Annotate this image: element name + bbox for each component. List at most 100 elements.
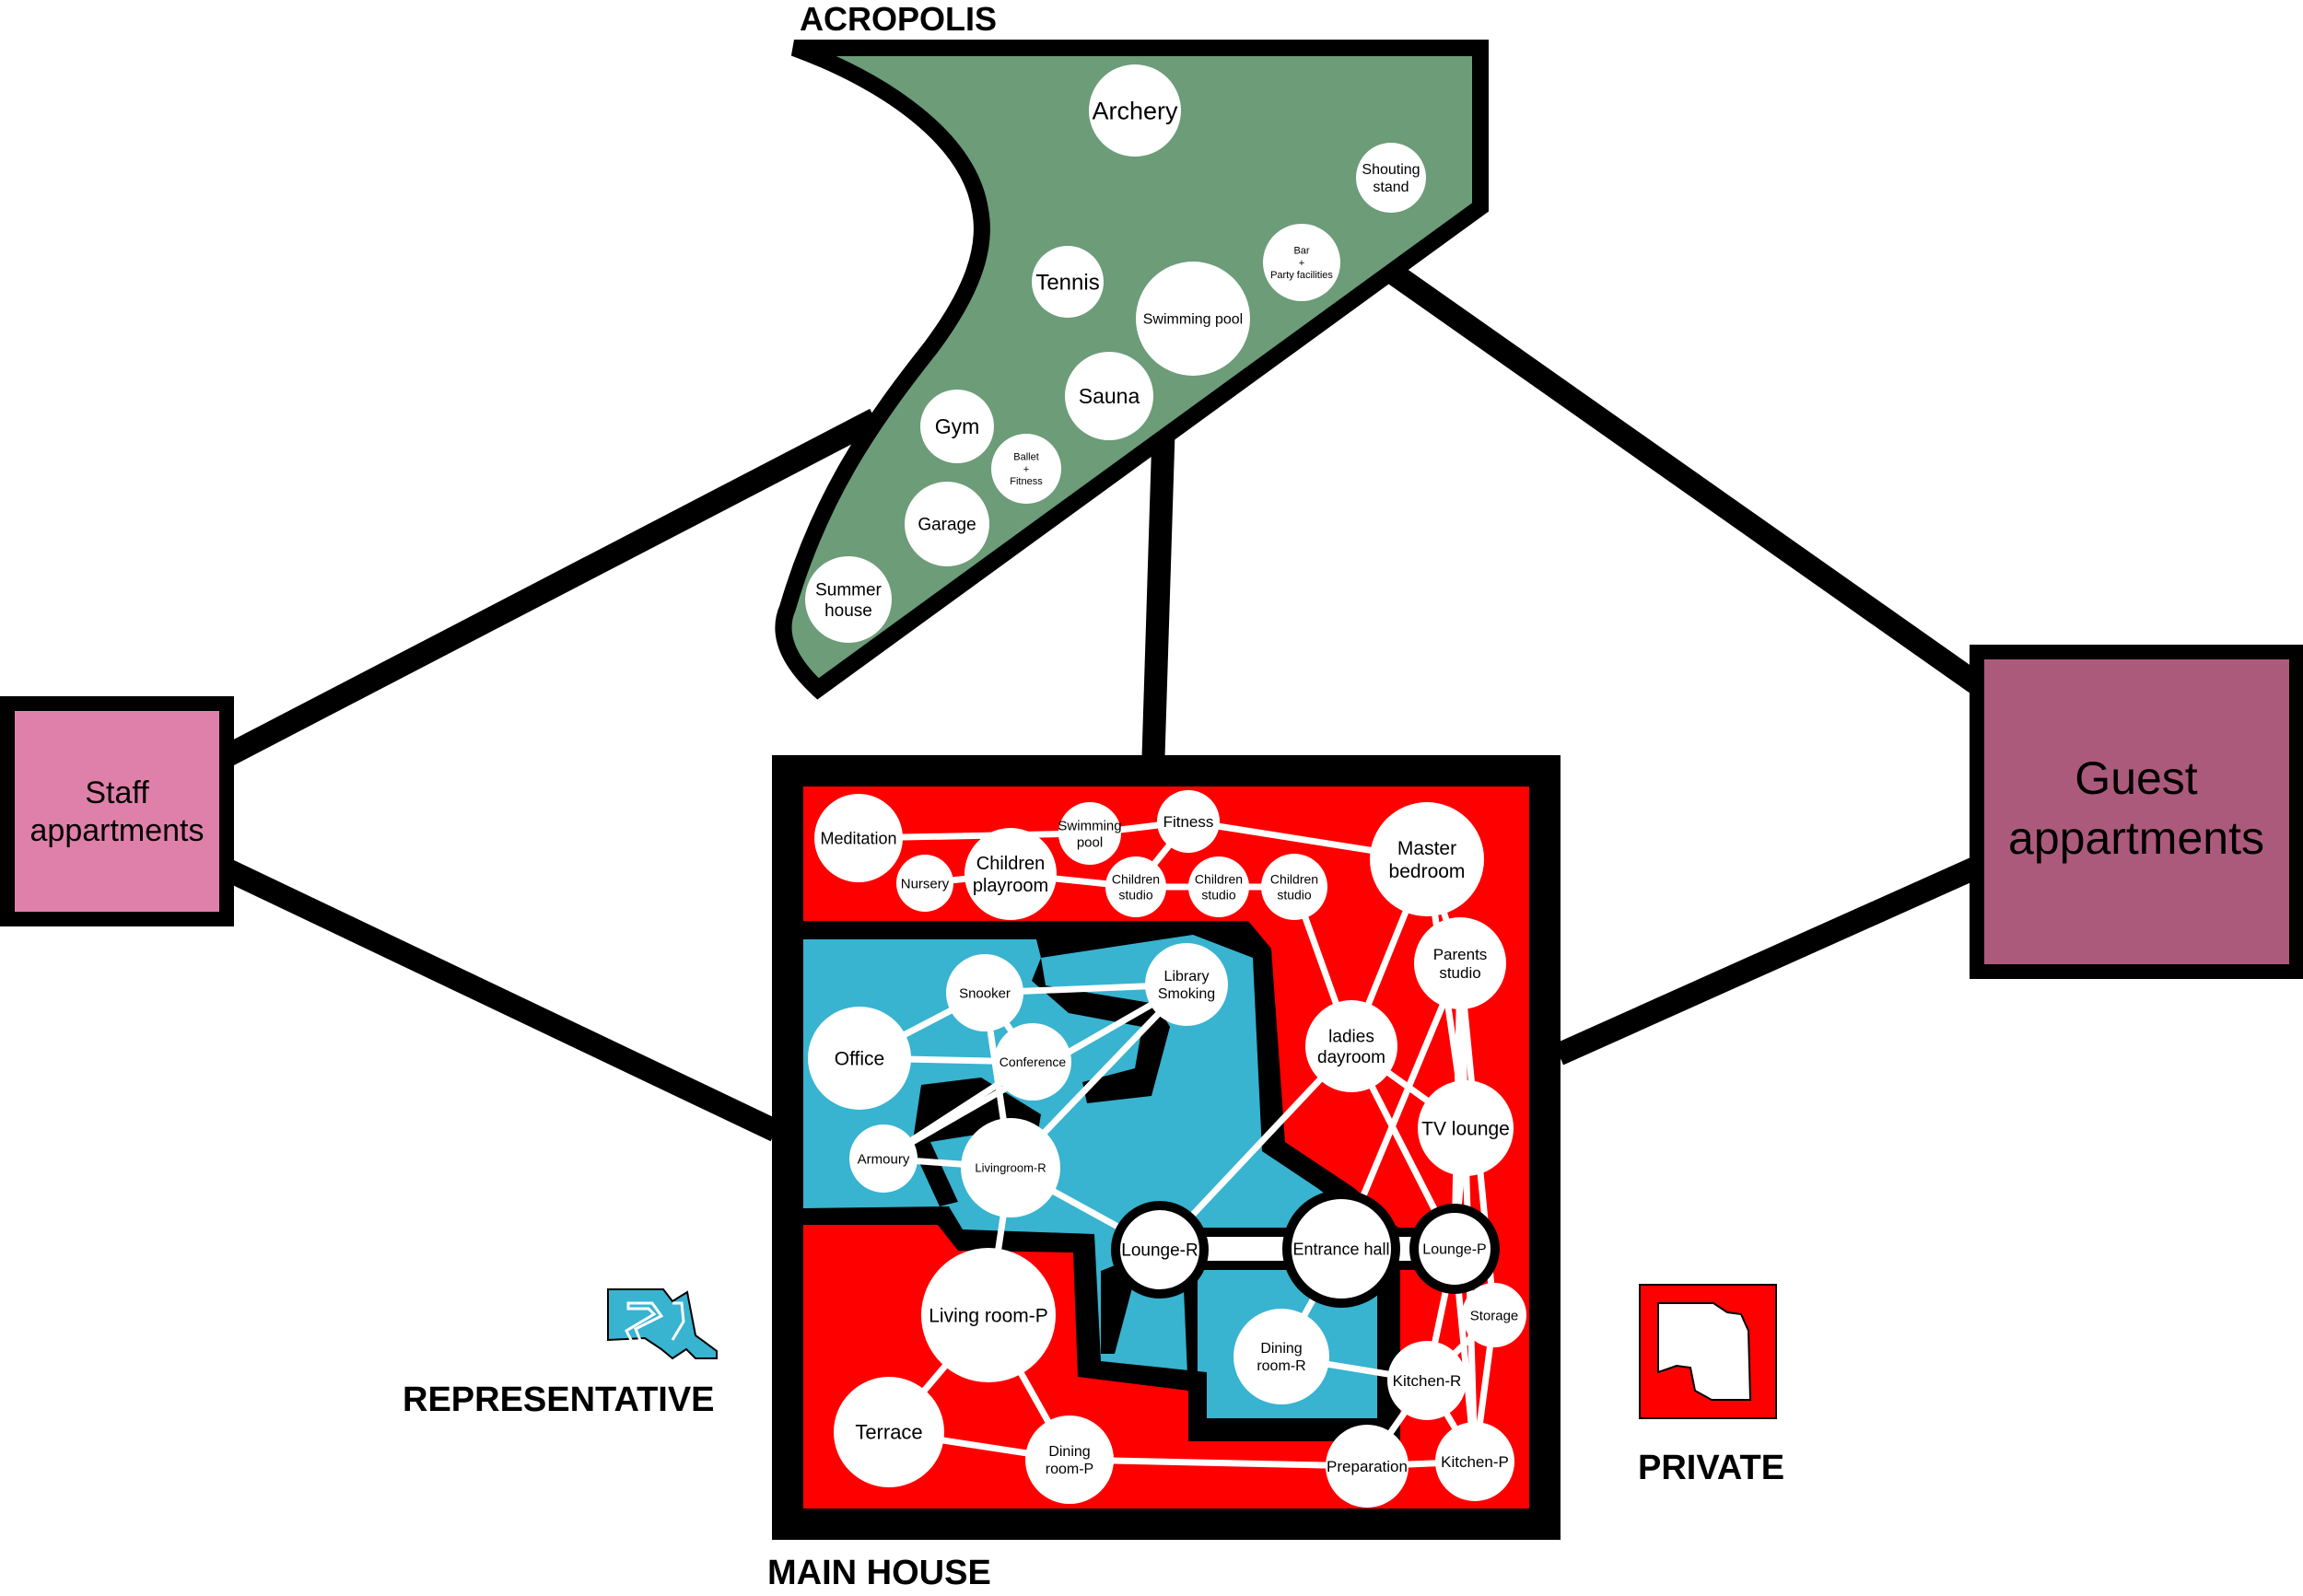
- house-node-node-circle[interactable]: [1435, 1422, 1514, 1501]
- house-node-node-circle[interactable]: [814, 794, 903, 882]
- house-node-node-circle[interactable]: [1370, 802, 1484, 916]
- house-node-node-circle[interactable]: [1188, 856, 1249, 917]
- house-node-armoury[interactable]: Armoury: [849, 1124, 918, 1193]
- house-node-snooker[interactable]: Snooker: [946, 954, 1023, 1031]
- house-node-node-circle[interactable]: [1233, 1309, 1329, 1404]
- house-node-node-circle[interactable]: [896, 855, 953, 912]
- representative-partition-2: [912, 1078, 1041, 1206]
- house-node-tv-lounge[interactable]: TV lounge: [1418, 1080, 1514, 1176]
- house-node-node-label: studio: [1201, 887, 1236, 902]
- acropolis-node-node-label: Garage: [918, 516, 976, 535]
- house-node-node-circle[interactable]: [808, 1007, 911, 1110]
- acropolis-node-ballet[interactable]: Ballet+Fitness: [991, 434, 1061, 504]
- house-node-node-circle[interactable]: [1305, 1000, 1397, 1092]
- house-node-node-circle[interactable]: [1282, 1190, 1400, 1308]
- acropolis-node-bar[interactable]: Bar+Party facilities: [1263, 224, 1340, 301]
- house-node-node-circle[interactable]: [1409, 1204, 1500, 1294]
- house-node-meditation[interactable]: Meditation: [814, 794, 903, 882]
- house-node-fitness[interactable]: Fitness: [1157, 790, 1220, 853]
- acropolis-node-node-circle[interactable]: [1065, 352, 1153, 440]
- house-node-node-label: playroom: [973, 876, 1048, 896]
- acropolis-node-swimming-pool[interactable]: Swimming pool: [1136, 262, 1250, 376]
- house-node-node-label: TV lounge: [1421, 1118, 1510, 1139]
- house-node-node-circle[interactable]: [1261, 854, 1327, 920]
- acropolis-node-tennis[interactable]: Tennis: [1032, 246, 1104, 318]
- house-node-lounge-p[interactable]: Lounge-P: [1409, 1204, 1500, 1294]
- representative-legend-icon: [607, 1288, 718, 1360]
- acropolis-node-sauna[interactable]: Sauna: [1065, 352, 1153, 440]
- house-node-lounge-r[interactable]: Lounge-R: [1111, 1201, 1209, 1299]
- house-node-node-circle[interactable]: [921, 1248, 1056, 1382]
- house-node-storage[interactable]: Storage: [1462, 1283, 1526, 1347]
- house-node-node-label: Children: [976, 854, 1045, 874]
- house-node-node-circle[interactable]: [946, 954, 1023, 1031]
- house-node-conference[interactable]: Conference: [994, 1023, 1071, 1101]
- house-node-kitchen-r[interactable]: Kitchen-R: [1387, 1341, 1467, 1420]
- house-node-node-label: Office: [835, 1048, 884, 1069]
- acropolis-node-node-circle[interactable]: [991, 434, 1061, 504]
- acropolis-node-garage[interactable]: Garage: [905, 482, 989, 566]
- acropolis-node-shouting-stand[interactable]: Shouting stand: [1356, 143, 1426, 213]
- guest-label-line2: appartments: [2008, 812, 2264, 864]
- acropolis-node-node-label: Shouting: [1362, 162, 1420, 178]
- acropolis-node-node-label: Party facilities: [1270, 270, 1333, 281]
- acropolis-node-node-circle[interactable]: [920, 390, 994, 463]
- house-node-office[interactable]: Office: [808, 1007, 911, 1110]
- house-node-node-circle[interactable]: [1145, 943, 1228, 1026]
- house-node-node-circle[interactable]: [1111, 1201, 1209, 1299]
- staff-label-line2: appartments: [30, 813, 205, 848]
- house-node-entrance-hall[interactable]: Entrance hall: [1282, 1190, 1400, 1308]
- acropolis-node-node-label: Bar: [1293, 246, 1309, 257]
- house-node-node-circle[interactable]: [834, 1377, 944, 1487]
- house-node-node-circle[interactable]: [1414, 917, 1506, 1009]
- acropolis-node-node-circle[interactable]: [905, 482, 989, 566]
- house-node-nursery[interactable]: Nursery: [896, 855, 953, 912]
- acropolis-node-gym[interactable]: Gym: [920, 390, 994, 463]
- house-node-node-circle[interactable]: [1326, 1425, 1409, 1508]
- house-node-node-label: room-R: [1257, 1358, 1305, 1374]
- house-node-node-circle[interactable]: [994, 1023, 1071, 1101]
- acropolis-node-node-circle[interactable]: [1032, 246, 1104, 318]
- house-node-node-label: Dining: [1048, 1444, 1090, 1460]
- house-node-node-circle[interactable]: [1058, 802, 1121, 865]
- house-node-terrace[interactable]: Terrace: [834, 1377, 944, 1487]
- house-node-node-circle[interactable]: [1157, 790, 1220, 853]
- house-node-living-room-p[interactable]: Living room-P: [921, 1248, 1056, 1382]
- guest-label-line1: Guest: [2075, 752, 2198, 804]
- acropolis-node-node-label: stand: [1373, 180, 1409, 195]
- house-node-node-circle[interactable]: [1462, 1283, 1526, 1347]
- house-node-node-circle[interactable]: [1418, 1080, 1514, 1176]
- house-node-preparation[interactable]: Preparation: [1326, 1425, 1409, 1508]
- acropolis-node-node-label: Summer: [815, 580, 882, 600]
- acropolis-node-node-circle[interactable]: [1136, 262, 1250, 376]
- house-node-node-circle[interactable]: [849, 1124, 918, 1193]
- acropolis-node-node-label: house: [824, 601, 872, 621]
- house-node-node-label: Storage: [1470, 1308, 1519, 1323]
- house-node-kitchen-p[interactable]: Kitchen-P: [1435, 1422, 1514, 1501]
- acropolis-node-node-circle[interactable]: [805, 556, 892, 643]
- house-node-node-circle[interactable]: [964, 828, 1057, 920]
- acropolis-node-node-circle[interactable]: [1263, 224, 1340, 301]
- house-node-node-label: Kitchen-P: [1441, 1453, 1509, 1471]
- site-connectors: [223, 262, 1983, 1142]
- house-node-node-circle[interactable]: [1025, 1415, 1114, 1504]
- house-node-node-circle[interactable]: [1387, 1341, 1467, 1420]
- acropolis-node-archery[interactable]: Archery: [1089, 64, 1181, 157]
- acropolis-node-node-circle[interactable]: [1356, 143, 1426, 213]
- acropolis-node-node-circle[interactable]: [1089, 64, 1181, 157]
- house-node-node-circle[interactable]: [961, 1118, 1060, 1217]
- house-node-livingroom-r[interactable]: Livingroom-R: [961, 1118, 1060, 1217]
- house-node-node-circle[interactable]: [1105, 856, 1166, 917]
